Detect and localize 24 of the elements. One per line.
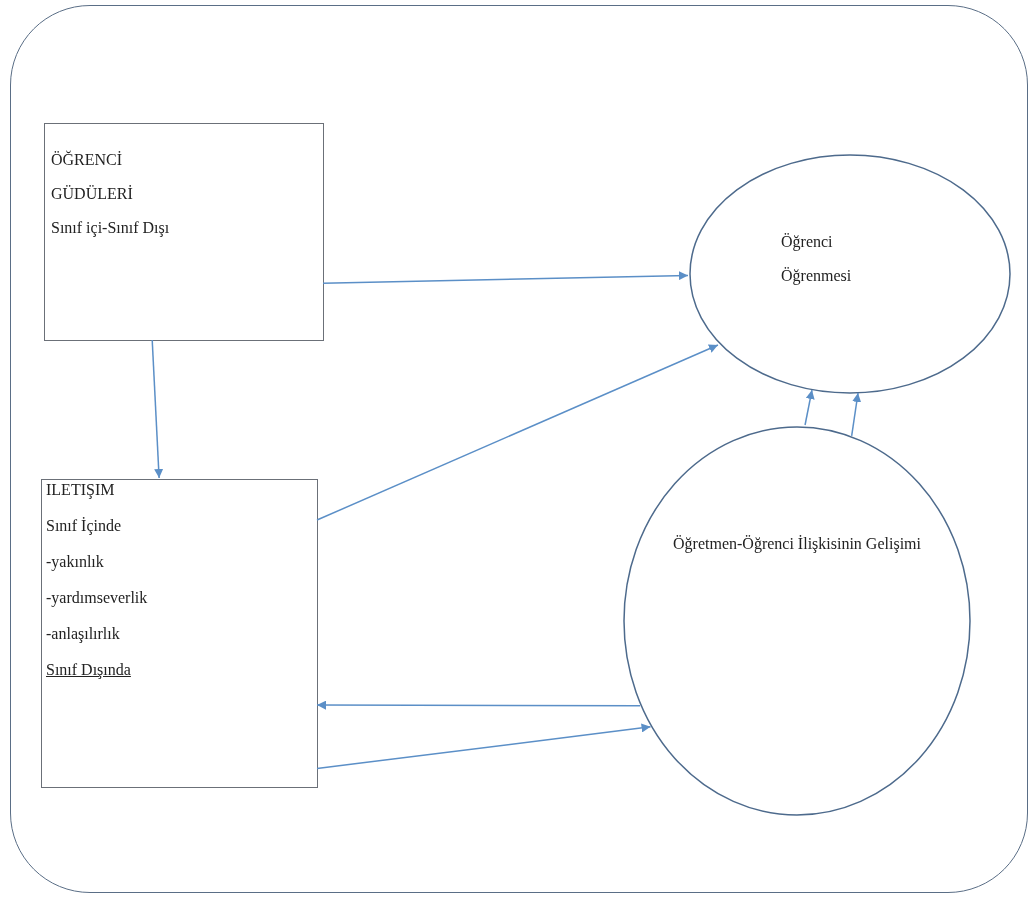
arrow (316, 344, 719, 521)
heading-text: Öğretmen-Öğrenci İlişkisinin Gelişimi (673, 534, 921, 554)
body-text: -anlaşılırlık (46, 624, 120, 644)
body-text: Sınıf Dışında (46, 660, 131, 680)
arrow (322, 271, 689, 285)
heading-text: ÖĞRENCİ (51, 150, 123, 170)
body-text: -yardımseverlik (46, 588, 148, 608)
arrow (804, 389, 815, 426)
arrow (850, 392, 862, 437)
concept-ellipse (689, 154, 1011, 394)
body-text: Sınıf içi-Sınıf Dışı (51, 218, 170, 238)
concept-box (41, 479, 318, 788)
body-text: GÜDÜLERİ (51, 184, 133, 204)
concept-ellipse (623, 426, 971, 816)
body-text: Öğrenmesi (781, 266, 852, 286)
body-text: Sınıf İçinde (46, 516, 122, 536)
frame-box (10, 5, 1028, 893)
heading-text: Öğrenci (781, 232, 833, 252)
arrow (316, 700, 641, 710)
concept-box (44, 123, 324, 341)
arrow (151, 339, 164, 479)
arrow (316, 723, 652, 770)
heading-text: ILETIŞIM (46, 480, 115, 500)
body-text: -yakınlık (46, 552, 104, 572)
